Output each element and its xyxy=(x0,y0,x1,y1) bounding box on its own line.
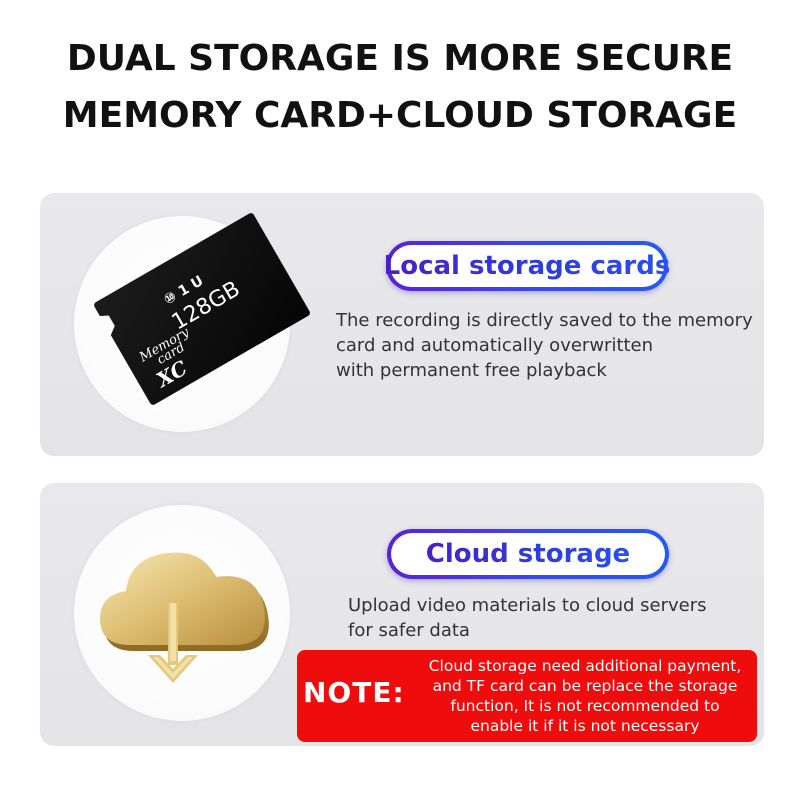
headline-line-1: DUAL STORAGE IS MORE SECURE xyxy=(66,38,734,79)
memory-card-circle: ⑩ 1 U Memory card 128GB XC xyxy=(74,213,310,432)
local-storage-title-pill: Local storage cards xyxy=(383,241,671,291)
note-label: NOTE: xyxy=(303,676,405,709)
local-storage-panel: ⑩ 1 U Memory card 128GB XC Local storage… xyxy=(40,193,764,456)
local-storage-description: The recording is directly saved to the m… xyxy=(336,310,753,381)
cloud-circle xyxy=(74,505,290,721)
cloud-storage-description: Upload video materials to cloud servers … xyxy=(348,595,707,641)
note-box: NOTE: Cloud storage need additional paym… xyxy=(297,650,757,742)
headline-line-2: MEMORY CARD+CLOUD STORAGE xyxy=(62,95,738,136)
local-storage-title: Local storage cards xyxy=(383,251,671,281)
note-text: Cloud storage need additional payment, a… xyxy=(428,657,742,735)
cloud-storage-title: Cloud storage xyxy=(425,539,631,569)
cloud-download-icon xyxy=(100,552,269,683)
cloud-storage-title-pill: Cloud storage xyxy=(387,529,669,579)
memory-card-icon: ⑩ 1 U Memory card 128GB XC xyxy=(89,207,315,410)
cloud-storage-panel: Cloud storage Upload video materials to … xyxy=(40,483,764,746)
